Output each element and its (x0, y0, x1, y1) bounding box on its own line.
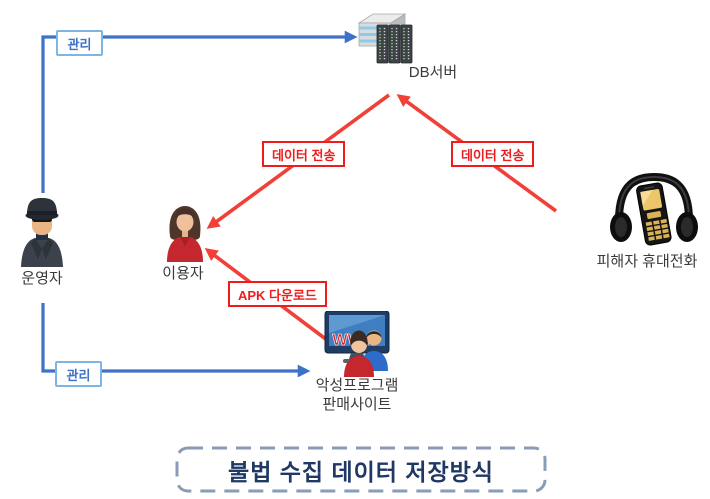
diagram-title: 불법 수집 데이터 저장방식 (228, 458, 494, 485)
user-label: 이용자 (162, 265, 204, 282)
diagram-title-box: 불법 수집 데이터 저장방식 (175, 446, 547, 493)
spy-person-icon (21, 198, 63, 267)
node-db-server (356, 10, 418, 69)
node-victim-phone (607, 170, 701, 257)
phone-headphones-icon (610, 172, 698, 246)
manage-label-top: 관리 (56, 30, 103, 56)
node-user (162, 202, 208, 267)
db-server-label: DB서버 (408, 64, 458, 81)
edge-operator-manages-malware-site (41, 303, 311, 378)
data-transfer-label-left: 데이터 전송 (262, 141, 346, 167)
server-rack-icon (357, 13, 413, 64)
edge-operator-manages-dbserver (41, 30, 358, 193)
malware-site-label-line1: 악성프로그램 (315, 377, 399, 394)
malware-site-label: 악성프로그램 판매사이트 (297, 376, 417, 414)
malware-site-label-line2: 판매사이트 (322, 396, 392, 413)
operator-label: 운영자 (21, 270, 63, 287)
node-malware-site: WWW (317, 310, 403, 382)
data-transfer-label-right: 데이터 전송 (451, 141, 535, 167)
node-operator (18, 197, 66, 274)
woman-person-icon (167, 206, 203, 262)
www-website-icon: WWW (324, 310, 390, 377)
manage-label-bottom: 관리 (55, 361, 102, 387)
apk-download-label: APK 다운로드 (228, 281, 327, 307)
title-dashed-border (175, 446, 547, 493)
victim-phone-label: 피해자 휴대전화 (596, 253, 698, 270)
